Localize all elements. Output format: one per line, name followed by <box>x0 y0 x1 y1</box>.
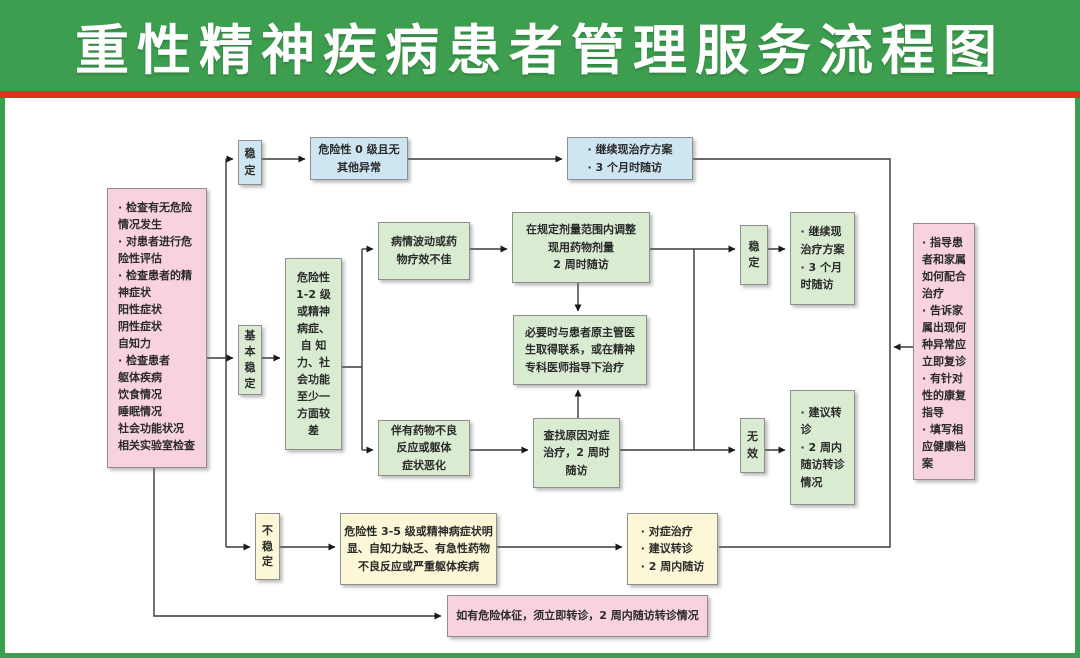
continue-plan-right-box: · 继续现 治疗方案 · 3 个月 时随访 <box>790 212 855 305</box>
adjust-dose-box: 在规定剂量范围内调整 现用药物剂量 2 周时随访 <box>512 212 650 283</box>
refer-followup-box: · 建议转 诊 · 2 周内 随访转诊 情况 <box>790 390 855 505</box>
basic-stable-label-box: 基 本 稳 定 <box>238 325 262 395</box>
risk-level3-5-box: 危险性 3-5 级或精神病症状明 显、自知力缺乏、有急性药物 不良反应或严重躯体… <box>340 513 497 585</box>
frame-right <box>1075 98 1080 658</box>
frame-left <box>0 98 5 658</box>
unstable-label-box: 不 稳 定 <box>255 513 280 580</box>
danger-sign-referral-box: 如有危险体征，须立即转诊，2 周内随访转诊情况 <box>447 595 708 637</box>
frame-bottom <box>0 653 1080 658</box>
page-title: 重性精神疾病患者管理服务流程图 <box>75 19 1005 82</box>
stable-outcome-box: 稳 定 <box>740 225 768 285</box>
ineffective-label-box: 无 效 <box>740 418 765 473</box>
stable-label-box: 稳 定 <box>238 140 262 185</box>
risk-level0-box: 危险性 0 级且无 其他异常 <box>310 137 408 180</box>
symptomatic-treatment-box: · 对症治疗 · 建议转诊 · 2 周内随访 <box>627 513 718 585</box>
find-cause-box: 查找原因对症 治疗，2 周时 随访 <box>533 418 620 488</box>
title-banner: 重性精神疾病患者管理服务流程图 <box>0 0 1080 91</box>
contact-doctor-box: 必要时与患者原主管医 生取得联系，或在精神 专科医师指导下治疗 <box>513 315 647 385</box>
assessment-checklist-box: · 检查有无危险 情况发生 · 对患者进行危 险性评估 · 检查患者的精 神症状… <box>107 188 207 468</box>
guidance-checklist-box: · 指导患 者和家属 如何配合 治疗 · 告诉家 属出现何 种异常应 立即复诊 … <box>913 223 975 480</box>
adverse-reaction-box: 伴有药物不良 反应或躯体 症状恶化 <box>378 420 470 476</box>
continue-plan-3month-box: · 继续现治疗方案 · 3 个月时随访 <box>567 137 693 180</box>
red-divider <box>0 91 1080 98</box>
risk-level1-2-box: 危险性 1-2 级 或精神 病症、 自 知 力、社 会功能 至少一 方面较 差 <box>285 258 342 450</box>
symptom-fluctuation-box: 病情波动或药 物疗效不佳 <box>378 222 470 280</box>
